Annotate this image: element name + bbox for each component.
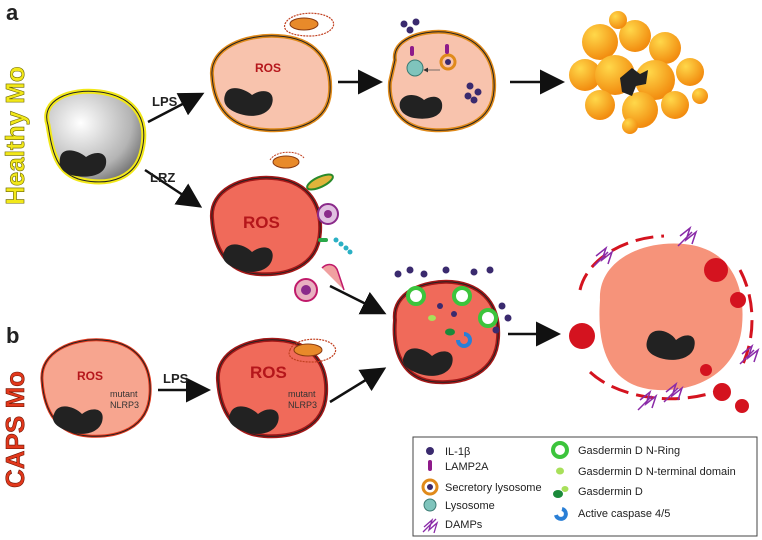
legend-gsdmd-icon (553, 486, 569, 498)
legend-gsdmd-ring: Gasdermin D N-Ring (578, 445, 680, 457)
ros-label-caps1: ROS (77, 369, 103, 383)
nlrp3-label-caps1: NLRP3 (110, 400, 139, 410)
legend-lamp2a: LAMP2A (445, 461, 489, 473)
ros-label-top: ROS (255, 61, 281, 75)
legend-lamp2a-icon (428, 460, 432, 471)
caps-cell-resting: ROS mutant NLRP3 (40, 338, 152, 438)
lps-bacterium-icon (283, 12, 335, 37)
healthy-monocyte (44, 88, 147, 185)
exploded-cell-bubbles (569, 11, 708, 134)
legend-gsdmd-ring-icon (551, 441, 569, 459)
panel-label-b: b (6, 323, 19, 348)
ros-label-lrz: ROS (243, 213, 280, 232)
legend-gsdmd-nterm: Gasdermin D N-terminal domain (578, 466, 736, 478)
nlrp3-label-caps2: NLRP3 (288, 400, 317, 410)
ros-label-caps2: ROS (250, 363, 287, 382)
legend-lysosome-icon (423, 498, 437, 512)
legend-gsdmd-nterm-icon (556, 467, 564, 475)
pathogens-cluster (269, 151, 353, 302)
legend-secretory-lysosome: Secretory lysosome (445, 482, 542, 494)
arrow-lrz-to-pyro (329, 284, 387, 315)
legend-il1b-icon (426, 447, 434, 455)
lps-bacterium-icon-bottom (288, 338, 337, 363)
legend-caspase: Active caspase 4/5 (578, 508, 670, 520)
legend-caspase-icon (554, 507, 568, 521)
panel-label-a: a (6, 0, 19, 25)
damps-cluster (593, 225, 760, 411)
label-lps-top: LPS (152, 94, 178, 109)
mutant-label-caps1: mutant (110, 389, 138, 399)
lps-stimulated-cell: ROS (209, 33, 333, 133)
healthy-mo-label: Healthy Mo (0, 66, 30, 205)
legend-secretory-lysosome-icon (421, 478, 439, 496)
mutant-label-caps2: mutant (288, 389, 316, 399)
lysed-cell (569, 234, 754, 413)
legend-damps: DAMPs (445, 519, 483, 531)
legend-il1b: IL-1β (445, 446, 470, 458)
secreting-cell (387, 18, 497, 133)
caps-mo-label: CAPS Mo (0, 371, 30, 488)
legend-gsdmd: Gasdermin D (578, 486, 643, 498)
pyroptotic-cell (392, 266, 512, 385)
label-lrz: LRZ (150, 170, 175, 185)
legend-damps-icon (422, 518, 439, 534)
label-lps-bottom: LPS (163, 371, 189, 386)
legend: IL-1β LAMP2A Secretory lysosome Lysosome… (412, 436, 758, 537)
arrow-caps-to-pyro (329, 367, 387, 404)
arrow-lrz (144, 168, 203, 208)
lrz-stimulated-cell: ROS (209, 175, 323, 277)
arrow-lps-top (147, 92, 205, 124)
legend-lysosome: Lysosome (445, 500, 495, 512)
caps-cell-lps: ROS mutant NLRP3 (215, 337, 329, 439)
